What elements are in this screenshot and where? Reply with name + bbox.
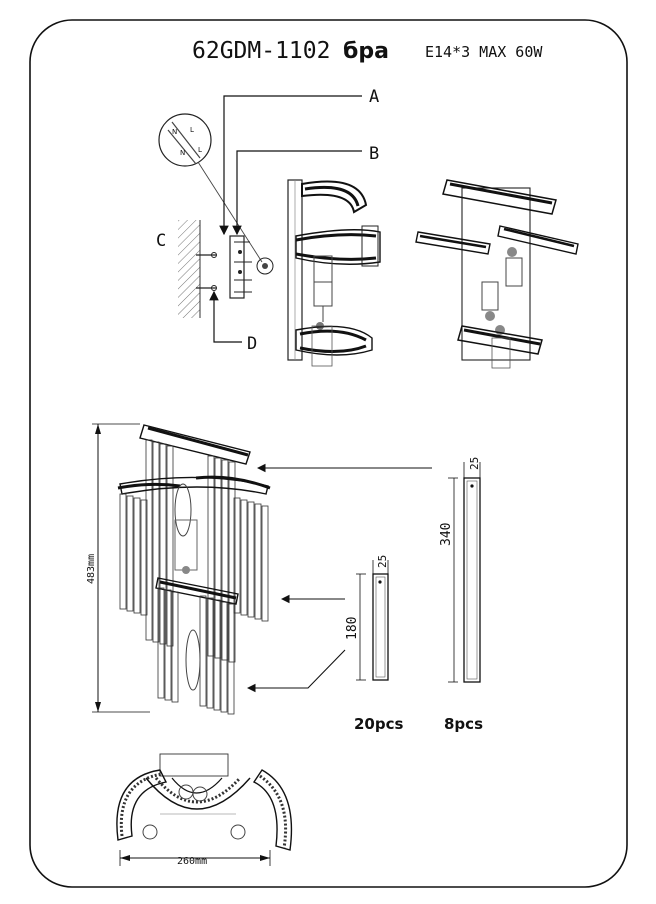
label-b: B bbox=[369, 144, 379, 164]
label-d: D bbox=[247, 334, 257, 354]
bulb-spec: E14*3 MAX 60W bbox=[425, 43, 543, 61]
svg-text:N: N bbox=[172, 128, 177, 136]
model-number: 62GDM-1102 bbox=[192, 38, 330, 64]
installation-diagram: N L N L C A B bbox=[156, 87, 379, 354]
short-crystal-width: 25 bbox=[376, 555, 389, 568]
sheet-border bbox=[29, 19, 628, 888]
label-a: A bbox=[369, 87, 379, 107]
mounting-bracket bbox=[229, 235, 245, 299]
long-crystal-width: 25 bbox=[468, 457, 481, 470]
short-crystal-count: 20pcs bbox=[354, 715, 404, 733]
base-width-dimension: 260mm bbox=[119, 850, 271, 867]
pointer-d bbox=[209, 290, 242, 343]
top-view-drawing bbox=[116, 753, 293, 851]
svg-text:L: L bbox=[198, 146, 202, 154]
label-c: C bbox=[156, 231, 166, 251]
wall-screws bbox=[196, 252, 217, 291]
pointer-b bbox=[232, 150, 362, 236]
height-label: 483mm bbox=[86, 554, 97, 584]
pointer-a bbox=[219, 95, 362, 236]
wall-section bbox=[178, 220, 200, 318]
height-dimension: 483mm bbox=[86, 423, 150, 713]
assembled-lamp-drawing bbox=[117, 424, 271, 715]
short-crystal-length: 180 bbox=[345, 617, 360, 640]
lamp-type: бра bbox=[343, 39, 389, 64]
base-width-label: 260mm bbox=[177, 856, 207, 867]
long-crystal-length: 340 bbox=[439, 523, 454, 546]
frame-front-view bbox=[415, 179, 579, 369]
wiring-detail-icon: N L N L bbox=[158, 113, 263, 263]
arrow-short-crystal-lower bbox=[246, 649, 346, 693]
svg-text:L: L bbox=[190, 126, 194, 134]
long-crystal-count: 8pcs bbox=[444, 715, 483, 733]
short-crystal-detail: 180 25 bbox=[345, 555, 389, 681]
svg-text:N: N bbox=[180, 149, 185, 157]
long-crystal-detail: 340 25 bbox=[439, 457, 481, 683]
frame-side-view bbox=[287, 179, 381, 367]
